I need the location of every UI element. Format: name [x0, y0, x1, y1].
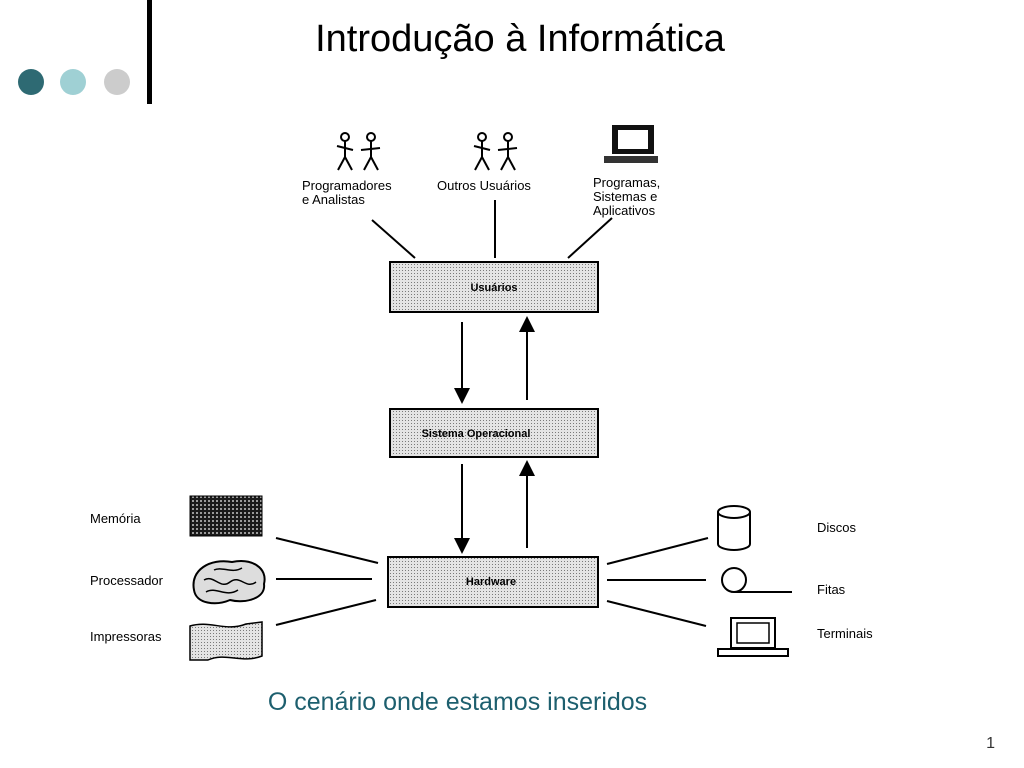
disks-label: Discos [817, 520, 857, 535]
left-connectors [275, 537, 379, 626]
programs-label-2: Sistemas e [593, 189, 657, 204]
printers-label: Impressoras [90, 629, 162, 644]
users-box [389, 261, 599, 313]
memory-label: Memória [90, 511, 141, 526]
top-connectors [371, 200, 613, 259]
programs-label-1: Programas, [593, 175, 660, 190]
page-number: 1 [986, 735, 995, 752]
right-connectors [606, 537, 709, 627]
os-box [389, 408, 599, 458]
programmers-label-1: Programadores [302, 178, 392, 193]
disk-cylinder-icon [717, 505, 751, 551]
tape-reel-icon [721, 567, 792, 593]
terminals-label: Terminais [817, 626, 873, 641]
other-users-icon [473, 132, 518, 171]
printer-paper-icon [189, 621, 263, 661]
dot-light-teal [60, 69, 86, 95]
computer-icon [604, 125, 658, 163]
users-box-label: Usuários [470, 282, 517, 294]
programmers-icon [336, 132, 381, 171]
programmers-label-2: e Analistas [302, 192, 365, 207]
memory-chip-icon [189, 495, 263, 537]
processor-label: Processador [90, 573, 164, 588]
other-users-label: Outros Usuários [437, 178, 531, 193]
dot-dark [18, 69, 44, 95]
hardware-box-label: Hardware [466, 576, 516, 588]
os-box-label: Sistema Operacional [422, 428, 531, 440]
title-divider [147, 0, 152, 104]
slide-caption: O cenário onde estamos inseridos [267, 688, 648, 716]
terminal-icon [717, 617, 789, 657]
hardware-box [387, 556, 599, 608]
programs-label-3: Aplicativos [593, 203, 656, 218]
page-title: Introdução à Informática [315, 18, 725, 60]
processor-brain-icon [192, 560, 266, 605]
tapes-label: Fitas [817, 582, 846, 597]
dot-gray [104, 69, 130, 95]
